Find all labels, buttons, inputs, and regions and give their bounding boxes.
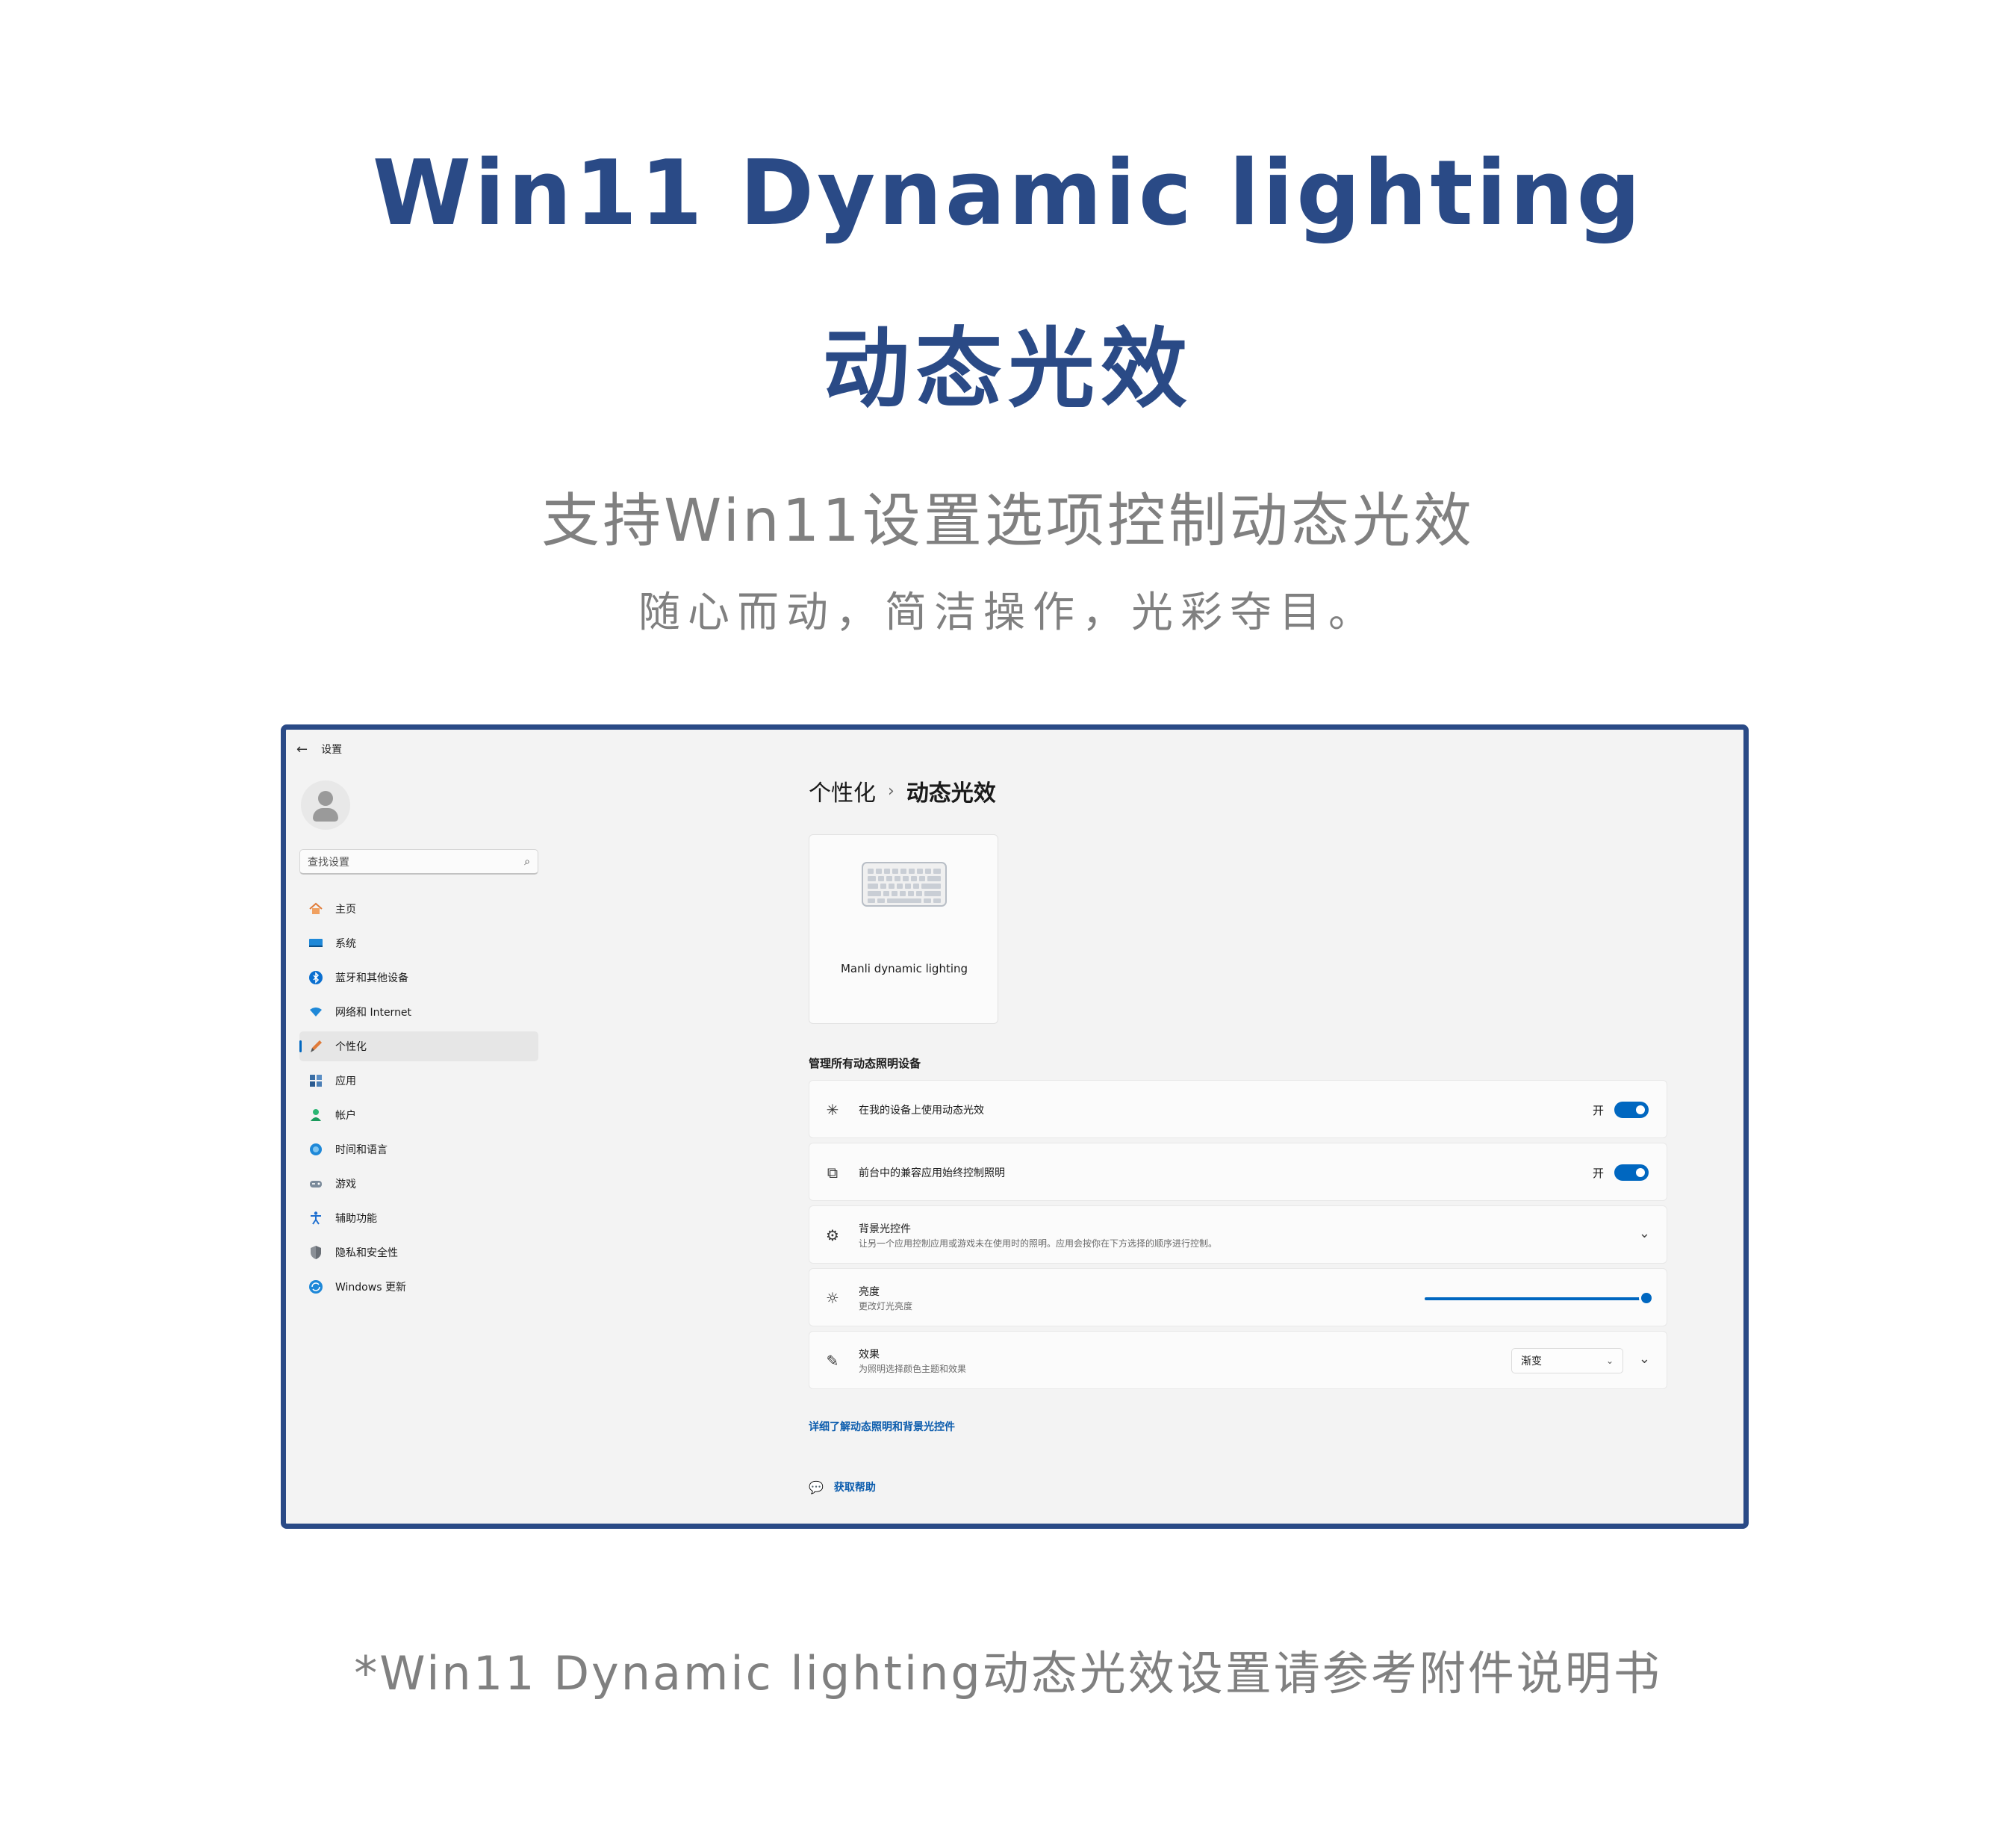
brightness-icon: ☼ (826, 1289, 839, 1307)
sidebar-item-label: 辅助功能 (335, 1213, 377, 1225)
avatar-head (318, 791, 333, 806)
keyboard-icon (862, 862, 947, 907)
gamepad-icon (307, 1175, 325, 1193)
sidebar-nav: 主页 系统 蓝牙和其他设备 网络和 Internet 个性化 应用 帐户 时间 (299, 894, 538, 1306)
sidebar-item-label: 系统 (335, 938, 356, 950)
section-heading: 管理所有动态照明设备 (809, 1057, 921, 1070)
sidebar-item-label: 个性化 (335, 1041, 367, 1053)
sidebar-item-apps[interactable]: 应用 (299, 1066, 538, 1096)
page-title: 动态光效 (906, 780, 996, 807)
get-help-label: 获取帮助 (833, 1482, 876, 1494)
window-title: 设置 (321, 744, 343, 756)
toggle-state: 开 (1592, 1167, 1604, 1180)
sidebar-item-system[interactable]: 系统 (299, 928, 538, 958)
search-icon[interactable]: ⌕ (524, 855, 530, 868)
sidebar-item-home[interactable]: 主页 (299, 894, 538, 924)
toggle-knob (1636, 1105, 1645, 1114)
breadcrumb: 个性化 › 动态光效 (809, 774, 996, 807)
account-icon (307, 1106, 325, 1124)
row-title: 背景光控件 (859, 1223, 911, 1235)
sidebar-item-label: 蓝牙和其他设备 (335, 972, 408, 984)
row-background-control[interactable]: ⚙ 背景光控件 让另一个应用控制应用或游戏未在使用时的照明。应用会按你在下方选择… (809, 1205, 1667, 1264)
effect-selected-value: 渐变 (1521, 1356, 1542, 1367)
brightness-slider-thumb[interactable] (1641, 1293, 1652, 1303)
toggle-state: 开 (1592, 1104, 1604, 1117)
brightness-slider[interactable] (1425, 1297, 1646, 1300)
sidebar-item-accounts[interactable]: 帐户 (299, 1100, 538, 1130)
chevron-down-icon[interactable]: ⌄ (1638, 1351, 1650, 1367)
sun-burst-icon: ✳ (826, 1101, 839, 1119)
sidebar-item-bluetooth[interactable]: 蓝牙和其他设备 (299, 963, 538, 993)
app-control-icon: ⧉ (827, 1164, 839, 1182)
effect-dropdown[interactable]: 渐变 ⌄ (1511, 1348, 1623, 1373)
back-arrow-icon[interactable]: ← (296, 741, 308, 757)
gear-icon: ⚙ (826, 1226, 839, 1244)
accessibility-icon (307, 1209, 325, 1227)
footnote: *Win11 Dynamic lighting动态光效设置请参考附件说明书 (354, 1646, 1662, 1701)
chevron-right-icon: › (888, 781, 895, 801)
pen-icon: ✎ (826, 1352, 839, 1370)
avatar-body (313, 808, 338, 822)
toggle-knob (1636, 1168, 1645, 1177)
row-use-dynamic-lighting[interactable]: ✳ 在我的设备上使用动态光效 开 (809, 1080, 1667, 1138)
update-icon (307, 1278, 325, 1296)
sidebar-item-label: 时间和语言 (335, 1144, 388, 1156)
hero-subtitle: 支持Win11设置选项控制动态光效 (541, 488, 1475, 555)
row-title: 在我的设备上使用动态光效 (859, 1105, 984, 1117)
sidebar-item-personalization[interactable]: 个性化 (299, 1031, 538, 1061)
sidebar-item-label: 游戏 (335, 1179, 356, 1190)
row-brightness: ☼ 亮度 更改灯光亮度 (809, 1268, 1667, 1326)
row-foreground-control[interactable]: ⧉ 前台中的兼容应用始终控制照明 开 (809, 1143, 1667, 1201)
home-icon (307, 900, 325, 918)
row-title: 亮度 (859, 1286, 880, 1298)
brush-icon (307, 1037, 325, 1055)
sidebar-item-windows-update[interactable]: Windows 更新 (299, 1272, 538, 1302)
shield-icon (307, 1244, 325, 1261)
use-lighting-toggle[interactable] (1614, 1102, 1649, 1118)
sidebar-item-gaming[interactable]: 游戏 (299, 1169, 538, 1199)
sidebar-item-time-language[interactable]: 时间和语言 (299, 1134, 538, 1164)
help-chat-icon: 💬 (809, 1480, 824, 1494)
hero-tagline: 随心而动，简洁操作，光彩夺目。 (638, 589, 1378, 637)
sidebar-item-label: 隐私和安全性 (335, 1247, 398, 1259)
monitor-icon (307, 934, 325, 952)
search-placeholder: 查找设置 (308, 856, 349, 869)
apps-icon (307, 1072, 325, 1090)
sidebar-item-label: 网络和 Internet (335, 1007, 412, 1019)
sidebar-item-label: 帐户 (335, 1110, 356, 1122)
sidebar-item-network[interactable]: 网络和 Internet (299, 997, 538, 1027)
settings-window: ← 设置 查找设置 ⌕ 主页 系统 蓝牙和其他设备 网络和 Internet 个… (281, 724, 1749, 1529)
learn-more-link[interactable]: 详细了解动态照明和背景光控件 (809, 1421, 955, 1433)
sidebar-item-label: 应用 (335, 1075, 356, 1087)
row-subtitle: 更改灯光亮度 (859, 1301, 913, 1311)
row-effects[interactable]: ✎ 效果 为照明选择颜色主题和效果 渐变 ⌄ ⌄ (809, 1331, 1667, 1389)
device-name: Manli dynamic lighting (840, 962, 968, 975)
row-subtitle: 为照明选择颜色主题和效果 (859, 1364, 967, 1374)
chevron-down-icon: ⌄ (1605, 1356, 1614, 1366)
row-title: 前台中的兼容应用始终控制照明 (859, 1167, 1005, 1179)
sidebar-item-privacy[interactable]: 隐私和安全性 (299, 1238, 538, 1267)
sidebar-item-label: Windows 更新 (335, 1282, 406, 1294)
hero-title-cn: 动态光效 (823, 319, 1193, 420)
title-bar: ← 设置 (296, 740, 342, 758)
wifi-icon (307, 1003, 325, 1021)
search-input[interactable]: 查找设置 ⌕ (299, 849, 538, 875)
sidebar-item-accessibility[interactable]: 辅助功能 (299, 1203, 538, 1233)
foreground-toggle[interactable] (1614, 1164, 1649, 1181)
device-card[interactable]: Manli dynamic lighting (809, 834, 998, 1024)
globe-icon (307, 1140, 325, 1158)
get-help-link[interactable]: 💬 获取帮助 (809, 1480, 876, 1494)
breadcrumb-parent[interactable]: 个性化 (809, 780, 876, 807)
avatar[interactable] (301, 780, 350, 830)
row-title: 效果 (859, 1349, 880, 1361)
bluetooth-icon (307, 969, 325, 987)
hero-title: Win11 Dynamic lighting (372, 142, 1644, 246)
sidebar-item-label: 主页 (335, 904, 356, 916)
chevron-down-icon[interactable]: ⌄ (1638, 1226, 1650, 1241)
row-subtitle: 让另一个应用控制应用或游戏未在使用时的照明。应用会按你在下方选择的顺序进行控制。 (859, 1238, 1218, 1249)
